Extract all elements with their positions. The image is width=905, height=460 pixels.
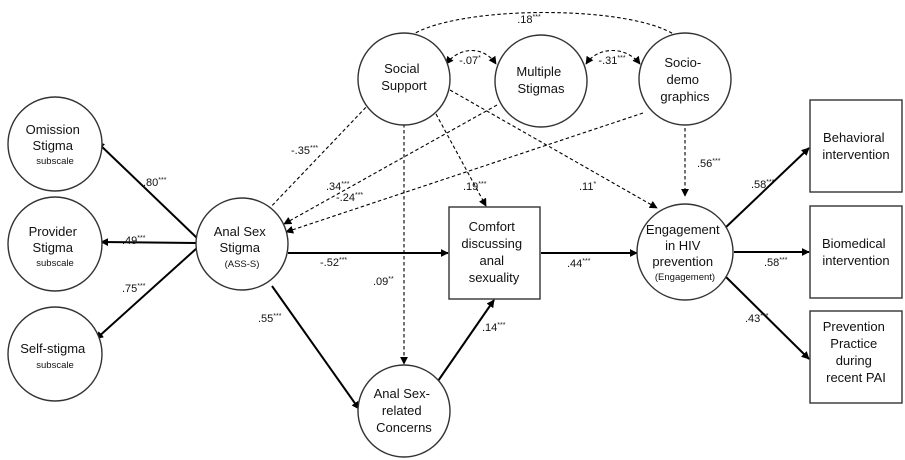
edge-social-support-ass-stigma — [264, 102, 371, 214]
node-sociodemo-line-1: Socio- — [664, 55, 701, 70]
node-omission-stigma: Omission Stigma subscale — [7, 96, 103, 192]
node-sociodemo-line-3: graphics — [660, 89, 710, 104]
node-ass-stigma-sub: (ASS-S) — [225, 259, 260, 270]
node-behavioral-intervention: Behavioral intervention — [809, 99, 903, 193]
edge-social-support-multiple-stigmas — [445, 50, 497, 65]
coef-ass-stigma-self: .75*** — [122, 283, 146, 295]
coef-social-support-engagement: .11* — [579, 181, 596, 193]
edge-engagement-practice — [724, 275, 810, 360]
node-biomedical-line-1: Biomedical — [822, 236, 886, 251]
node-anal-sex-stigma: Anal Sex Stigma (ASS-S) — [195, 197, 289, 291]
coef-sociodemographics-engagement: .56*** — [697, 158, 721, 170]
svg-text:Provider Stigma: Provider Stigma subscale — [29, 223, 82, 269]
coef-social-support-sociodemographics: .18*** — [517, 14, 541, 26]
node-practice-line-3: during — [836, 353, 872, 368]
svg-text:Self-stigma subscale: Self-stigma subscale — [20, 340, 89, 371]
svg-text:Omission Stigma: Omission Stigma subscale — [26, 121, 85, 167]
coef-sociodemographics-ass-stigma: -.24*** — [336, 192, 363, 204]
coef-engagement-biomedical: .58*** — [764, 257, 788, 269]
node-social-support-line-1: Social — [384, 61, 420, 76]
coef-social-support-ass-stigma: -.35*** — [291, 145, 318, 157]
node-comfort-discussing: Comfort discussing anal sexuality — [448, 206, 541, 300]
node-social-support-line-2: Support — [381, 78, 427, 93]
coef-ass-stigma-omission: .80*** — [143, 177, 167, 189]
node-practice-line-2: Practice — [830, 336, 877, 351]
node-engagement-line-1: Engagement — [646, 222, 720, 237]
svg-text:Socio- demo gr: Socio- demo graphics — [660, 54, 710, 104]
node-omission-line-2: Stigma — [33, 138, 74, 153]
svg-text:Anal Sex- related: Anal Sex- related Concerns — [374, 385, 435, 435]
coef-multiple-stigmas-ass-stigma: .34*** — [326, 181, 350, 193]
node-concerns-line-1: Anal Sex- — [374, 386, 430, 401]
coef-comfort-engagement: .44*** — [567, 258, 591, 270]
node-comfort-line-4: sexuality — [469, 270, 520, 285]
edge-social-support-sociodemographics — [401, 12, 685, 45]
svg-text:Multiple Stigmas: Multiple Stigmas — [516, 63, 565, 96]
edge-ass-stigma-self — [95, 247, 198, 340]
node-provider-sub: subscale — [36, 258, 74, 269]
edge-concerns-comfort — [437, 299, 495, 382]
coef-social-support-concerns: .09** — [373, 276, 394, 288]
node-comfort-line-2: discussing — [461, 236, 522, 251]
node-behavioral-line-1: Behavioral — [823, 130, 885, 145]
edge-ass-stigma-provider — [100, 238, 197, 247]
coef-engagement-behavioral: .58*** — [751, 179, 775, 191]
edge-multiple-stigmas-ass-stigma — [283, 104, 498, 225]
svg-text:Biomedical interventio: Biomedical intervention — [822, 235, 890, 268]
node-engagement-sub: (Engagement) — [655, 272, 715, 283]
edge-ass-stigma-concerns — [271, 285, 360, 410]
node-omission-sub: subscale — [36, 156, 74, 167]
edge-sociodemographics-ass-stigma — [285, 112, 644, 234]
node-concerns-line-3: Concerns — [376, 420, 432, 435]
node-sociodemographics: Socio- demo graphics — [638, 32, 732, 126]
node-multiple-stigmas: Multiple Stigmas — [494, 34, 588, 128]
svg-text:Anal Sex Stigma: Anal Sex Stigma (ASS-S) — [214, 223, 271, 270]
node-multiple-stigmas-line-2: Stigmas — [518, 81, 565, 96]
coef-ass-stigma-concerns: .55*** — [258, 313, 282, 325]
node-provider-line-2: Stigma — [33, 240, 74, 255]
node-biomedical-intervention: Biomedical intervention — [809, 205, 903, 299]
node-engagement: Engagement in HIV prevention (Engagement… — [636, 203, 734, 301]
svg-text:Prevention Practice: Prevention Practice during recent PAI — [823, 318, 890, 385]
node-provider-line-1: Provider — [29, 224, 78, 239]
svg-text:Social Support: Social Support — [381, 60, 427, 93]
node-comfort-line-1: Comfort — [469, 219, 516, 234]
node-behavioral-line-2: intervention — [822, 147, 889, 162]
node-self-stigma: Self-stigma subscale — [7, 306, 103, 402]
coef-multiple-stigmas-sociodemographics: -.31*** — [598, 55, 625, 67]
node-ass-stigma-line-1: Anal Sex — [214, 224, 267, 239]
coef-concerns-comfort: .14*** — [482, 322, 506, 334]
node-ass-stigma-line-2: Stigma — [220, 240, 261, 255]
node-practice-line-4: recent PAI — [826, 370, 886, 385]
node-self-sub: subscale — [36, 360, 74, 371]
node-multiple-stigmas-line-1: Multiple — [516, 64, 561, 79]
node-prevention-practice: Prevention Practice during recent PAI — [809, 310, 903, 404]
edge-social-support-engagement — [449, 89, 658, 209]
coef-social-support-comfort: .19*** — [463, 181, 487, 193]
coef-engagement-practice: .43*** — [745, 313, 769, 325]
svg-text:Behavioral interventio: Behavioral intervention — [822, 129, 889, 162]
coef-ass-stigma-comfort: -.52*** — [320, 257, 347, 269]
node-concerns-line-2: related — [382, 403, 422, 418]
edge-engagement-behavioral — [723, 147, 810, 230]
node-provider-stigma: Provider Stigma subscale — [7, 196, 103, 292]
coef-ass-stigma-provider: .49*** — [122, 235, 146, 247]
edge-social-support-comfort — [435, 113, 487, 207]
node-anal-sex-concerns: Anal Sex- related Concerns — [357, 364, 451, 458]
svg-text:Comfort discussing: Comfort discussing anal sexuality — [461, 218, 526, 285]
node-self-line-1: Self-stigma — [20, 341, 86, 356]
node-sociodemo-line-2: demo — [667, 72, 700, 87]
edge-multiple-stigmas-sociodemographics — [585, 50, 641, 65]
svg-text:Engagement in HIV: Engagement in HIV prevention (Engagement… — [646, 221, 724, 283]
node-engagement-line-3: prevention — [652, 254, 713, 269]
node-biomedical-line-2: intervention — [822, 253, 889, 268]
node-omission-line-1: Omission — [26, 122, 80, 137]
edge-ass-stigma-omission — [96, 141, 198, 239]
node-social-support: Social Support — [357, 32, 451, 126]
node-practice-line-1: Prevention — [823, 319, 885, 334]
node-engagement-line-2: in HIV — [665, 238, 701, 253]
node-comfort-line-3: anal — [479, 253, 504, 268]
coef-social-support-multiple-stigmas: -.07* — [459, 55, 481, 67]
